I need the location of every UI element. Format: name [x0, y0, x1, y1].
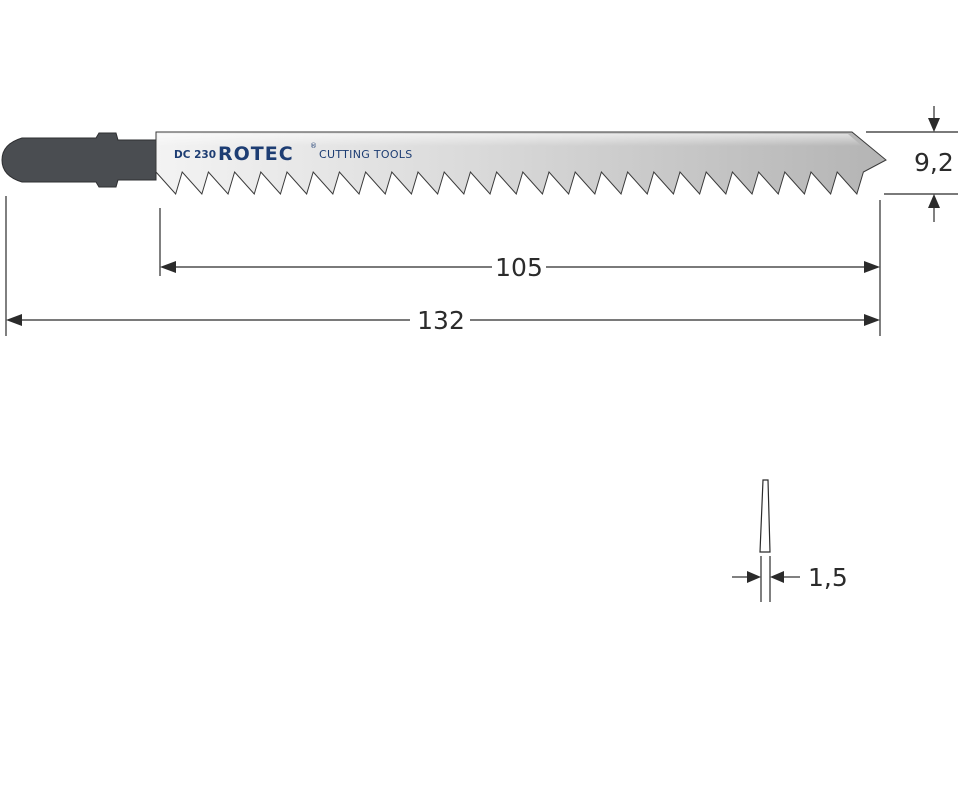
total-length-arrow-left — [6, 314, 22, 326]
working-length-label: 105 — [495, 253, 543, 282]
blade-body — [155, 131, 887, 196]
thickness-arrow-right — [770, 571, 784, 583]
working-length-arrow-right — [864, 261, 880, 273]
blade-model-label: DC 230 — [174, 149, 216, 161]
brand-subtitle: CUTTING TOOLS — [319, 148, 413, 161]
thickness-arrow-left — [747, 571, 761, 583]
working-length-arrow-left — [160, 261, 176, 273]
blade-sheen — [158, 134, 862, 146]
height-arrow-top — [928, 118, 940, 132]
height-dimension-label: 9,2 — [914, 148, 954, 177]
height-arrow-bottom — [928, 194, 940, 208]
total-length-label: 132 — [417, 306, 465, 335]
thickness-dimension-label: 1,5 — [808, 563, 848, 592]
blade-shank — [1, 132, 157, 188]
total-length-arrow-right — [864, 314, 880, 326]
brand-registered-mark: ® — [310, 142, 317, 150]
blade-cross-section — [759, 479, 771, 553]
brand-logo: ROTEC — [218, 143, 294, 165]
